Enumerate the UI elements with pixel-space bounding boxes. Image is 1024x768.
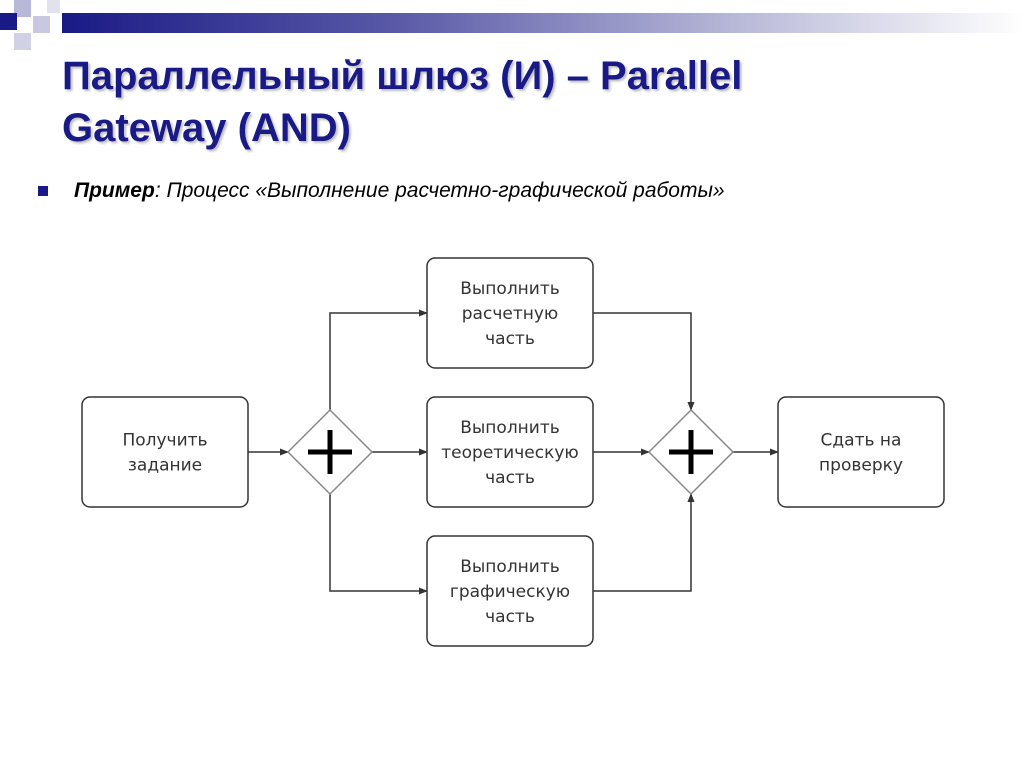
task-label-line: задание	[128, 456, 202, 476]
task-box	[426, 396, 594, 508]
task-graphic-part: Выполнить графическую часть	[426, 535, 594, 647]
join-gateway	[647, 408, 735, 496]
task-box	[426, 257, 594, 369]
task-box	[81, 396, 249, 508]
slide-title: Параллельный шлюз (И) – Parallel Gateway…	[62, 50, 992, 154]
edge-split-gateway-to-calc-part	[329, 309, 428, 410]
bullet-square-icon	[38, 186, 48, 196]
task-box	[426, 535, 594, 647]
task-label-line: часть	[485, 468, 535, 488]
edge-graphic-part-to-join-gateway	[593, 493, 695, 592]
task-label-line: Выполнить	[460, 418, 560, 438]
bullet-description: : Процесс «Выполнение расчетно-графическ…	[154, 179, 725, 202]
task-calc-part: Выполнить расчетную часть	[426, 257, 594, 369]
task-label-line: Сдать на	[821, 431, 902, 451]
edges-layer	[248, 309, 779, 595]
bullet-text: Пример: Процесс «Выполнение расчетно-гра…	[74, 176, 725, 206]
task-label-line: часть	[485, 329, 535, 349]
slide-title-line-2: Gateway (AND)	[62, 106, 351, 150]
nodes-layer: ПолучитьзаданиеВыполнитьрасчетнуючастьВы…	[81, 257, 945, 647]
parallel-plus-icon	[308, 430, 352, 474]
task-submit: Сдать на проверку	[777, 396, 945, 508]
task-label-line: часть	[485, 607, 535, 627]
split-gateway	[286, 408, 374, 496]
task-theory-part: Выполнить теоретическую часть	[426, 396, 594, 508]
title-decoration-rule	[62, 13, 1024, 33]
task-box	[777, 396, 945, 508]
task-get-task: Получить задание	[81, 396, 249, 508]
task-label-line: графическую	[450, 582, 570, 602]
slide-title-line-1: Параллельный шлюз (И) – Parallel	[62, 54, 743, 98]
task-label-line: расчетную	[462, 304, 558, 324]
parallel-plus-icon	[669, 430, 713, 474]
edge-calc-part-to-join-gateway	[593, 312, 695, 411]
task-label-line: теоретическую	[441, 443, 578, 463]
task-label-line: проверку	[819, 456, 903, 476]
edge-split-gateway-to-graphic-part	[329, 494, 428, 595]
bullet-label: Пример	[74, 179, 155, 202]
gateways-layer	[286, 408, 735, 496]
task-label-line: Получить	[122, 431, 207, 451]
decorative-squares	[0, 0, 60, 50]
task-label-line: Выполнить	[460, 279, 560, 299]
task-label-line: Выполнить	[460, 557, 560, 577]
